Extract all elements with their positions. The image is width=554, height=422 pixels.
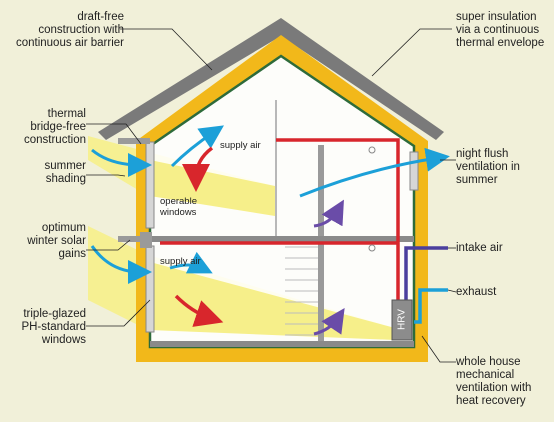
summer-sun-arrow [91, 148, 152, 177]
upper-supply-duct [276, 138, 400, 320]
label-thermal-bridge: thermal bridge-free construction [23, 108, 86, 146]
label-night-flush: night flush ventilation in summer [456, 148, 520, 186]
label-triple-glazed: triple-glazed PH-standard windows [21, 308, 86, 346]
label-operable-windows: operable windows [160, 196, 197, 218]
label-intake-air: intake air [456, 242, 503, 254]
label-exhaust: exhaust [456, 286, 497, 298]
intake-duct [404, 246, 448, 320]
night-flush-arrow [299, 147, 450, 198]
right-window [409, 151, 419, 191]
label-winter-solar: optimum winter solar gains [27, 222, 86, 260]
cross-vent-arrow [170, 125, 224, 168]
lower-extract-arrow [313, 308, 345, 336]
label-summer-shading: summer shading [44, 160, 86, 185]
upper-window [145, 141, 155, 229]
upper-extract-arrow [313, 199, 344, 228]
ground-floor [150, 341, 414, 347]
lower-supply-red-arrow [174, 294, 224, 327]
summer-shading-overhang [118, 138, 150, 144]
lower-window [145, 245, 155, 333]
label-supply-air-upper: supply air [220, 140, 261, 151]
lower-supply-arrow [169, 251, 213, 274]
lower-overhang [118, 236, 150, 242]
label-whole-house: whole house mechanical ventilation with … [456, 356, 532, 407]
label-super-insulation: super insulation via a continuous therma… [456, 11, 545, 49]
upper-floor [150, 236, 414, 242]
label-hrv: HRV [396, 309, 408, 330]
exhaust-duct [414, 288, 448, 324]
label-draft-free: draft-free construction with continuous … [15, 11, 124, 49]
label-supply-air-lower: supply air [160, 256, 201, 267]
hrv-unit [391, 299, 413, 341]
upper-supply-red-arrow [182, 146, 214, 192]
stairs [285, 246, 318, 336]
